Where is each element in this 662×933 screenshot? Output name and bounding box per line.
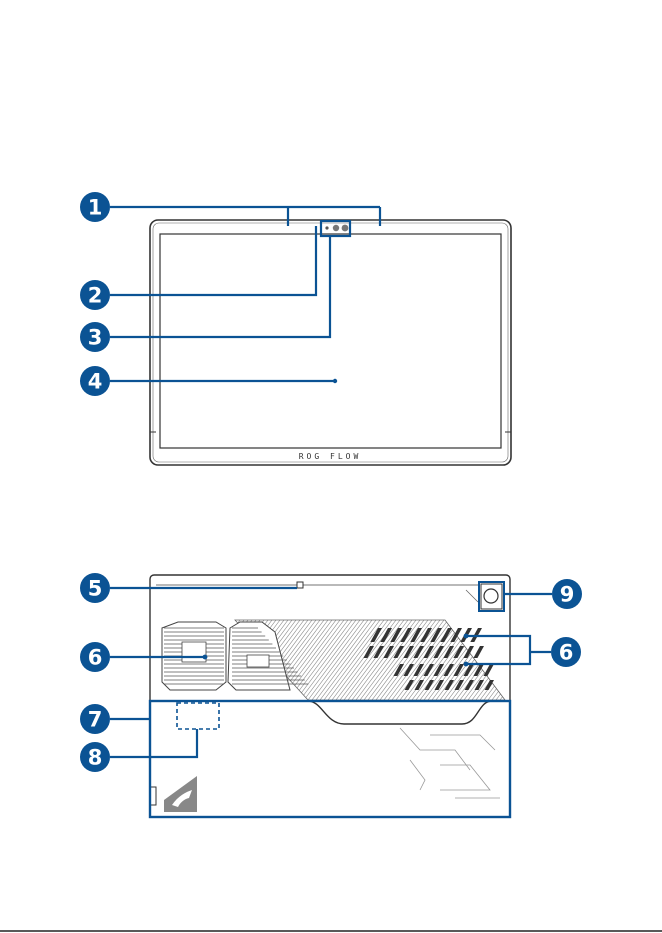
camera-lens-left [333,225,339,231]
callout-badge-2: 2 [80,280,110,310]
badge-number: 2 [88,284,103,308]
badge-number: 9 [560,583,575,607]
rear-view: 5 6 6 7 8 9 [80,573,582,817]
badge-number: 4 [88,370,103,394]
badge-number: 8 [88,746,103,770]
rear-camera-lens [484,589,498,603]
rear-sensor-marker [297,582,303,588]
callout-badge-3: 3 [80,322,110,352]
fan-left-hub [182,642,206,662]
callout-6-right-dot-bottom [464,662,469,667]
callout-badge-6-left: 6 [80,642,110,672]
camera-sensor-dot [325,226,328,229]
camera-lens-right [342,225,349,232]
callout-badge-9: 9 [552,579,582,609]
callout-badge-6-right: 6 [551,637,581,667]
callout-badge-4: 4 [80,366,110,396]
front-view: ROG FLOW 1 2 3 4 [80,192,511,465]
fan-right-hub [247,655,269,667]
callout-badge-7: 7 [80,704,110,734]
badge-number: 6 [88,646,103,670]
badge-number: 5 [88,577,103,601]
callout-6-left-dot [203,655,208,660]
callout-6-right-dot-top [464,634,469,639]
badge-number: 6 [559,641,574,665]
callout-badge-1: 1 [80,192,110,222]
callout-badge-5: 5 [80,573,110,603]
display-center-dot [333,379,337,383]
callout-badge-8: 8 [80,742,110,772]
badge-number: 1 [88,196,103,220]
badge-number: 3 [88,326,103,350]
badge-number: 7 [88,708,103,732]
bezel-logo: ROG FLOW [299,452,362,461]
